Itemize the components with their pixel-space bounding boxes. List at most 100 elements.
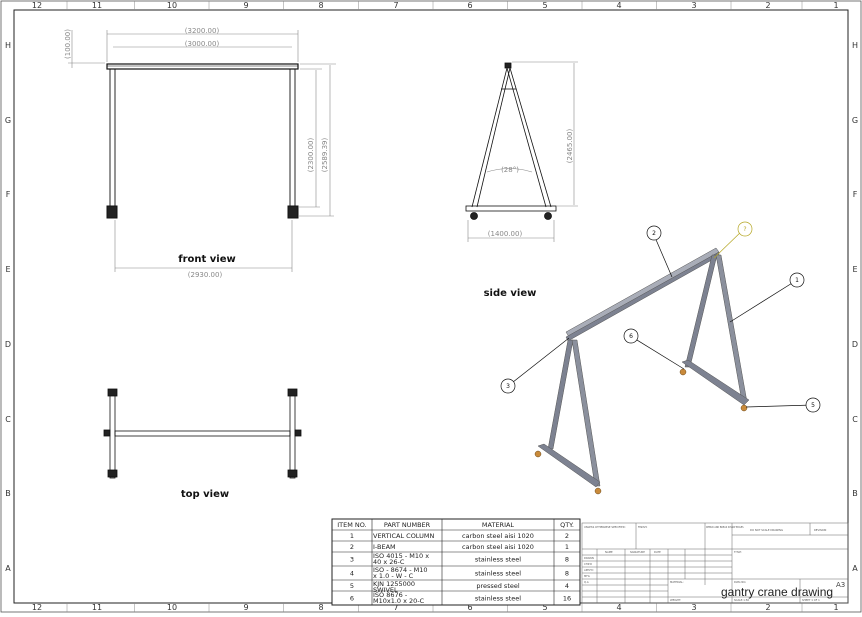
tb-title-label: TITLE: bbox=[734, 550, 742, 554]
dim-2930: (2930.00) bbox=[188, 271, 223, 279]
zone-col-10: 10 bbox=[167, 1, 177, 10]
zone-row-F: F bbox=[6, 190, 11, 199]
drawing-title: gantry crane drawing bbox=[721, 585, 833, 599]
bom-cell: pressed steel bbox=[476, 582, 520, 590]
tb-row-label: CHK'D bbox=[584, 562, 592, 566]
zone-row-C: C bbox=[852, 415, 858, 424]
zone-row-F: F bbox=[853, 190, 858, 199]
bom-cell: 6 bbox=[350, 595, 354, 603]
bom-header: PART NUMBER bbox=[384, 521, 431, 529]
zone-col-1: 1 bbox=[833, 1, 838, 10]
bom-cell: 1 bbox=[350, 532, 354, 540]
zone-col-10: 10 bbox=[167, 603, 177, 612]
dim-3000: (3000.00) bbox=[185, 40, 220, 48]
bom-cell: 16 bbox=[563, 595, 571, 603]
bom-cell: 5 bbox=[350, 582, 354, 590]
top-view-label: top view bbox=[181, 489, 229, 500]
zone-col-3: 3 bbox=[691, 1, 696, 10]
bom-cell: 4 bbox=[565, 582, 569, 590]
zone-col-7: 7 bbox=[393, 603, 398, 612]
zone-col-9: 9 bbox=[243, 603, 248, 612]
balloon-5: 5 bbox=[811, 402, 815, 409]
tb-row-label: MFG bbox=[584, 574, 590, 578]
zone-col-4: 4 bbox=[616, 1, 621, 10]
bom-header: MATERIAL bbox=[482, 521, 515, 529]
side-view-label: side view bbox=[484, 288, 537, 299]
tb-sheet: SHEET 1 OF 1 bbox=[802, 598, 820, 602]
bom-cell: 3 bbox=[350, 556, 354, 564]
zone-row-G: G bbox=[852, 116, 858, 125]
zone-row-B: B bbox=[852, 489, 858, 498]
tb-finish: FINISH: bbox=[638, 525, 648, 529]
top-view bbox=[103, 388, 302, 479]
zone-row-D: D bbox=[852, 340, 858, 349]
zone-col-6: 6 bbox=[467, 603, 472, 612]
balloon-unknown: ? bbox=[743, 226, 746, 233]
balloon-1: 1 bbox=[795, 277, 799, 284]
bom-cell: stainless steel bbox=[475, 595, 521, 603]
tb-weight: WEIGHT: bbox=[670, 598, 681, 602]
zone-row-A: A bbox=[5, 564, 11, 573]
tb-material: MATERIAL: bbox=[670, 580, 684, 584]
side-view bbox=[465, 61, 578, 242]
bom-cell: carbon steel aisi 1020 bbox=[462, 543, 534, 551]
zone-row-H: H bbox=[852, 41, 858, 50]
tb-scale: SCALE:1:50 bbox=[734, 598, 749, 602]
zone-row-C: C bbox=[5, 415, 11, 424]
dim-100: (100.00) bbox=[64, 29, 72, 59]
bom-cell-part: ISO 8676 -M10x1.0 x 20-C bbox=[373, 591, 425, 605]
isometric-view bbox=[534, 247, 750, 495]
bom-cell: 1 bbox=[565, 543, 569, 551]
balloon-2: 2 bbox=[652, 230, 656, 237]
balloon-3: 3 bbox=[506, 383, 510, 390]
tb-dwg-no: DWG NO. bbox=[734, 580, 746, 584]
bom-cell: VERTICAL COLUMN bbox=[373, 532, 434, 540]
dim-2300: (2300.00) bbox=[307, 138, 315, 173]
front-view bbox=[68, 30, 336, 272]
bom-cell: 4 bbox=[350, 570, 354, 578]
zone-row-A: A bbox=[852, 564, 858, 573]
tb-signature: SIGNATURE bbox=[630, 550, 645, 554]
bom-cell: 8 bbox=[565, 570, 569, 578]
zone-col-8: 8 bbox=[318, 603, 323, 612]
tb-do-not-scale: DO NOT SCALE DRAWING bbox=[750, 528, 783, 532]
dim-1400: (1400.00) bbox=[488, 230, 523, 238]
bom-cell: stainless steel bbox=[475, 556, 521, 564]
inner-border bbox=[13, 9, 849, 604]
zone-col-2: 2 bbox=[765, 1, 770, 10]
balloon-6: 6 bbox=[629, 333, 633, 340]
zone-col-2: 2 bbox=[765, 603, 770, 612]
zone-col-1: 1 bbox=[833, 603, 838, 612]
bom-cell: I-BEAM bbox=[373, 543, 396, 551]
zone-row-D: D bbox=[5, 340, 11, 349]
title-block bbox=[581, 522, 849, 604]
zone-col-3: 3 bbox=[691, 603, 696, 612]
zone-col-7: 7 bbox=[393, 1, 398, 10]
zone-col-6: 6 bbox=[467, 1, 472, 10]
zone-row-E: E bbox=[852, 265, 857, 274]
zone-col-11: 11 bbox=[92, 603, 102, 612]
dim-angle: (28°) bbox=[501, 166, 519, 174]
zone-col-5: 5 bbox=[542, 1, 547, 10]
zone-row-E: E bbox=[5, 265, 10, 274]
bom-cell: 2 bbox=[565, 532, 569, 540]
bom-cell: 2 bbox=[350, 543, 354, 551]
zone-row-H: H bbox=[5, 41, 11, 50]
tb-revision: REVISION bbox=[814, 528, 826, 532]
tb-unless: UNLESS OTHERWISE SPECIFIED: bbox=[584, 525, 626, 529]
zone-col-8: 8 bbox=[318, 1, 323, 10]
tb-row-label: APPV'D bbox=[584, 568, 593, 572]
tb-row-label: Q.A bbox=[584, 580, 589, 584]
zone-row-G: G bbox=[5, 116, 11, 125]
zone-col-11: 11 bbox=[92, 1, 102, 10]
dim-2589: (2589.39) bbox=[321, 138, 329, 173]
bom-cell: carbon steel aisi 1020 bbox=[462, 532, 534, 540]
zone-col-4: 4 bbox=[616, 603, 621, 612]
